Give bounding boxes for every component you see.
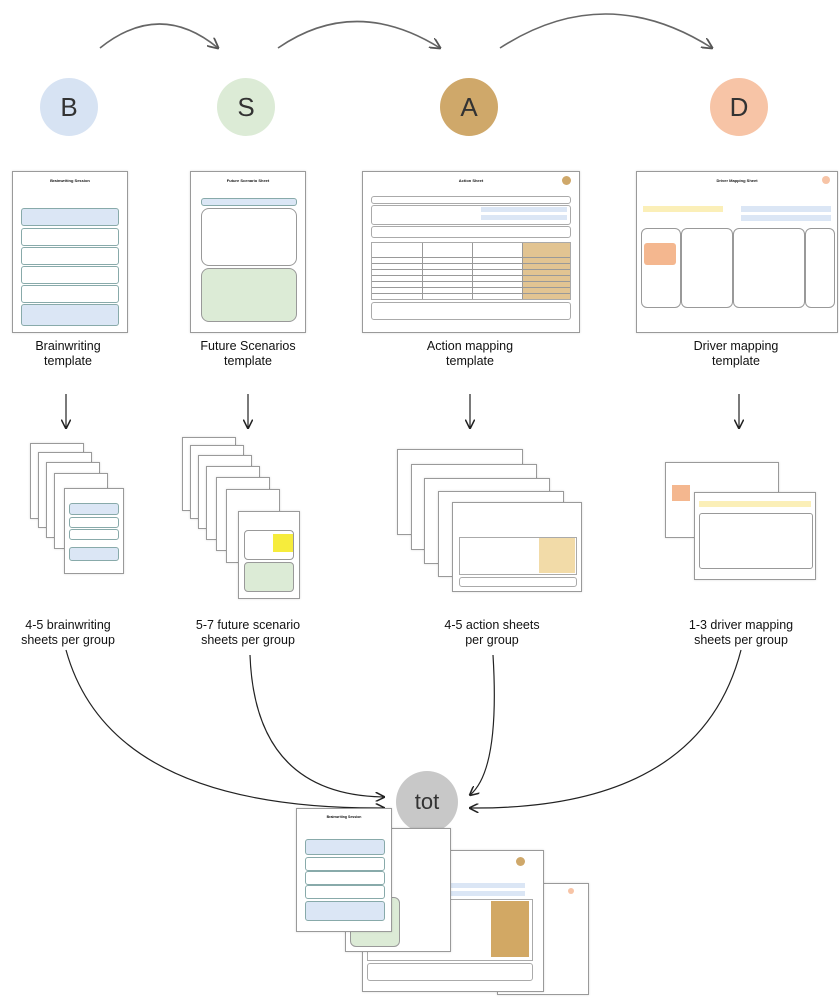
driver-col-1 bbox=[641, 228, 681, 308]
stage-letter-d: D bbox=[729, 91, 749, 122]
action-intro-block bbox=[371, 196, 571, 204]
caption-brainwriting-template: Brainwriting template bbox=[35, 339, 101, 368]
sticky-note bbox=[273, 534, 293, 552]
driver-logo-icon bbox=[822, 176, 830, 184]
caption-driver-template: Driver mapping template bbox=[693, 339, 779, 368]
action-logo-icon bbox=[516, 857, 525, 866]
caption-future-result: 5-7 future scenario sheets per group bbox=[195, 618, 301, 647]
stage-letter-b: B bbox=[60, 91, 78, 122]
driver-template-sheet: Driver Mapping Sheet bbox=[636, 171, 838, 333]
caption-brainwriting-result: 4-5 brainwriting sheets per group bbox=[21, 618, 115, 647]
arrow-brainwriting-to-tot bbox=[65, 649, 384, 808]
scenario-description-block bbox=[201, 208, 297, 266]
stage-letter-s: S bbox=[237, 91, 255, 122]
scenario-header-block bbox=[201, 198, 297, 206]
comment-block bbox=[21, 228, 119, 246]
second-message-block bbox=[201, 268, 297, 322]
action-sheet-title: Action Sheet bbox=[458, 178, 484, 183]
action-highlight bbox=[481, 207, 567, 212]
driver-sheet-title: Driver Mapping Sheet bbox=[716, 178, 758, 183]
stage-letter-a: A bbox=[460, 91, 478, 122]
total-circle: tot bbox=[396, 771, 458, 833]
stage-circle-b: B bbox=[40, 78, 98, 136]
brainwriting-main-block bbox=[21, 208, 119, 226]
arrow-s-to-a bbox=[277, 20, 440, 49]
caption-future-template: Future Scenarios template bbox=[200, 339, 296, 368]
action-footer-block bbox=[371, 302, 571, 320]
comment-block bbox=[21, 266, 119, 284]
future-sheet-title: Future Scenario Sheet bbox=[226, 178, 270, 183]
action-name-block bbox=[371, 205, 571, 225]
stage-circle-d: D bbox=[710, 78, 768, 136]
caption-driver-result: 1-3 driver mapping sheets per group bbox=[688, 618, 794, 647]
arrow-b-to-s bbox=[99, 23, 218, 48]
arrow-a-to-d bbox=[499, 13, 712, 48]
driver-col-3 bbox=[733, 228, 805, 308]
brainwriting-sheet-title: Brainwriting Session bbox=[326, 815, 362, 819]
driver-col-4 bbox=[805, 228, 835, 308]
brainwriting-sheet-title: Brainwriting Session bbox=[50, 178, 90, 183]
action-highlight bbox=[481, 215, 567, 220]
driver-highlight bbox=[643, 206, 723, 212]
driver-highlight bbox=[741, 206, 831, 212]
arrow-action-to-tot bbox=[470, 654, 495, 795]
brainwriting-template-sheet: Brainwriting Session bbox=[12, 171, 128, 333]
stage-circle-s: S bbox=[217, 78, 275, 136]
caption-action-result: 4-5 action sheets per group bbox=[444, 618, 540, 647]
caption-action-template: Action mapping template bbox=[426, 339, 514, 368]
driver-col-2 bbox=[681, 228, 733, 308]
future-scenario-template-sheet: Future Scenario Sheet bbox=[190, 171, 306, 333]
driver-highlight bbox=[741, 215, 831, 221]
arrow-future-to-tot bbox=[249, 654, 384, 797]
action-description-block bbox=[371, 226, 571, 238]
comment-block bbox=[21, 285, 119, 303]
action-table bbox=[371, 242, 571, 300]
comment-block bbox=[21, 247, 119, 265]
action-template-sheet: Action Sheet bbox=[362, 171, 580, 333]
summary-block bbox=[21, 304, 119, 326]
action-logo-icon bbox=[562, 176, 571, 185]
arrow-driver-to-tot bbox=[470, 649, 742, 808]
total-label: tot bbox=[414, 789, 440, 814]
stage-circle-a: A bbox=[440, 78, 498, 136]
